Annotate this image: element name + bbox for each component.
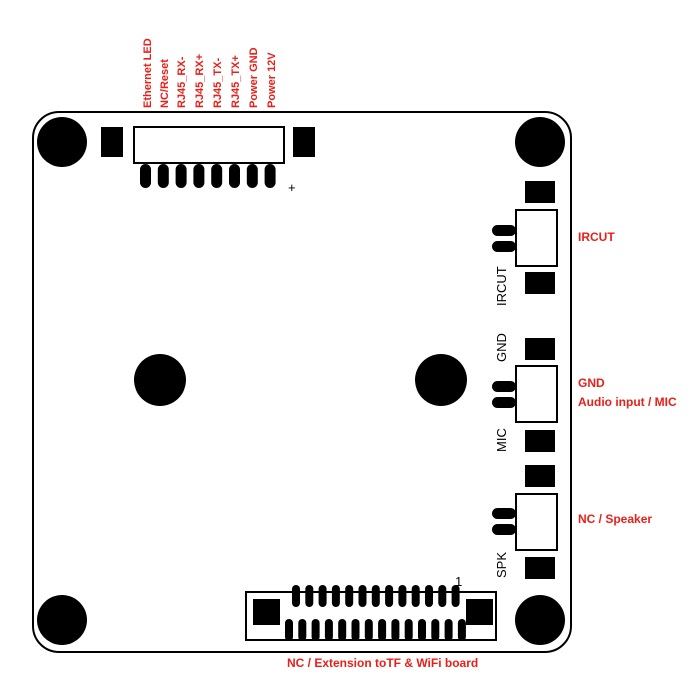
bottom-connector-pin-upper [371,585,380,607]
bottom-connector-pin-lower [457,619,466,641]
top-connector-tab-right [293,127,315,157]
plus-mark: + [288,180,296,195]
mic-pin-2 [492,397,516,408]
pin-label-rj45-tx-minus: RJ45_TX- [212,58,224,108]
top-connector: + [101,126,315,195]
bottom-connector-pin-lower [444,619,453,641]
spk-label: NC / Speaker [578,512,652,526]
mic-silk-gnd: GND [494,333,509,362]
bottom-connector-pin-lower [351,619,360,641]
mic-label-gnd: GND [578,376,605,390]
bottom-connector-pin-upper [305,585,314,607]
pin-label-nc-reset: NC/Reset [159,59,171,108]
spk-tab-top [525,465,555,487]
ircut-label: IRCUT [578,230,615,244]
mount-hole-middle-right [415,354,467,406]
bottom-connector-tab-right [466,599,493,625]
ircut-tab-top [525,181,555,203]
mount-hole-middle-left [134,354,186,406]
pin-label-power-12v: Power 12V [266,52,278,108]
top-pin-labels: Ethernet LED NC/Reset RJ45_RX- RJ45_RX+ … [142,38,278,108]
top-connector-tab-left [101,127,123,157]
board-outline [32,111,572,653]
bottom-connector-pins-upper [292,585,460,607]
top-connector-pin [211,164,223,188]
pin-label-ethernet-led: Ethernet LED [142,38,154,108]
pin-label-rj45-rx-plus: RJ45_RX+ [194,54,206,108]
bottom-connector-pin-upper [385,585,394,607]
pin-label-power-gnd: Power GND [248,47,260,108]
bottom-connector-pins-lower [285,619,466,641]
spk-pin-1 [492,508,516,519]
mount-hole-top-left [37,117,87,167]
bottom-connector-pin-upper [345,585,354,607]
spk-housing [515,493,558,551]
ircut-pin-2 [492,241,516,252]
pin-label-rj45-tx-plus: RJ45_TX+ [230,55,242,108]
top-connector-pin [246,164,258,188]
mount-hole-bottom-right [515,595,565,645]
mic-tab-bottom [525,430,555,452]
mic-label-audio: Audio input / MIC [578,395,677,409]
top-connector-pin [175,164,187,188]
bottom-connector-pin-lower [391,619,400,641]
mount-hole-top-right [515,117,565,167]
ircut-connector: IRCUT [492,181,558,306]
spk-tab-bottom [525,557,555,579]
bottom-connector-pin-lower [338,619,347,641]
spk-connector: SPK [492,465,558,579]
bottom-connector-pin-lower [364,619,373,641]
top-connector-housing [133,126,285,164]
bottom-connector-pin-lower [378,619,387,641]
bottom-connector-label: NC / Extension toTF & WiFi board [287,656,478,670]
pin-label-rj45-rx-minus: RJ45_RX- [176,56,188,108]
top-connector-pins [140,164,276,188]
spk-pin-2 [492,524,516,535]
bottom-connector-pin-upper [318,585,327,607]
mic-housing [515,365,558,423]
ircut-pin-1 [492,225,516,236]
mount-hole-bottom-left [37,595,87,645]
ircut-housing [515,209,558,267]
bottom-connector-pin-upper [451,585,460,607]
pin1-mark: 1 [455,574,462,589]
bottom-connector-pin-upper [331,585,340,607]
ircut-tab-bottom [525,272,555,294]
spk-silk-label: SPK [494,552,509,578]
bottom-connector-pin-lower [431,619,440,641]
bottom-connector: 1 [245,574,497,641]
bottom-connector-pin-upper [411,585,420,607]
mic-pin-1 [492,381,516,392]
mic-connector: GND MIC [492,333,558,452]
top-connector-pin [157,164,169,188]
bottom-connector-pin-upper [292,585,300,607]
bottom-connector-pin-upper [398,585,407,607]
ircut-silk-label: IRCUT [494,266,509,306]
bottom-connector-pin-lower [404,619,413,641]
bottom-connector-tab-left [253,599,280,625]
mic-silk-mic: MIC [494,428,509,452]
bottom-connector-pin-lower [311,619,320,641]
top-connector-pin [140,164,151,188]
bottom-connector-pin-upper [358,585,367,607]
top-connector-pin [229,164,240,188]
bottom-connector-pin-lower [324,619,333,641]
top-connector-pin [193,164,205,188]
top-connector-pin [264,164,276,188]
bottom-connector-pin-lower [285,619,293,641]
bottom-connector-pin-lower [418,619,426,641]
bottom-connector-pin-upper [438,585,447,607]
bottom-connector-pin-upper [425,585,433,607]
bottom-connector-pin-lower [298,619,307,641]
mic-tab-top [525,338,555,360]
